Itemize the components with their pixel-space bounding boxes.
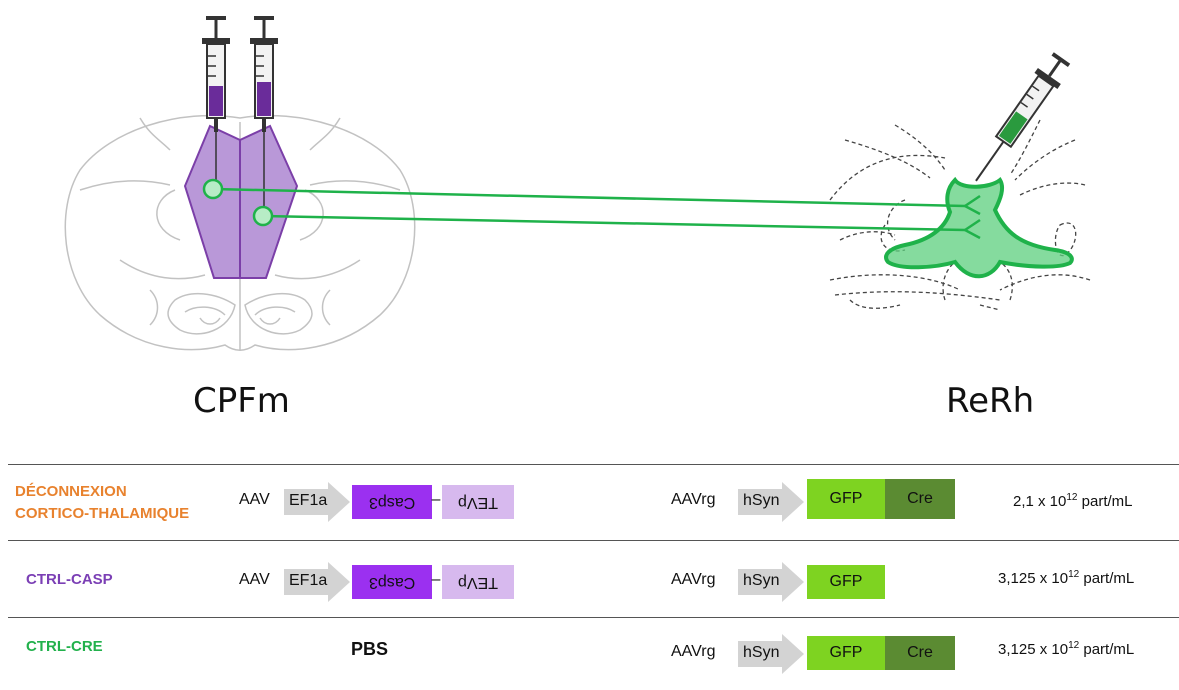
promoter-arrow: EF1a <box>284 482 350 522</box>
pbs-label: PBS <box>351 639 389 659</box>
table-divider <box>8 540 1179 541</box>
injection-diagram <box>64 16 1091 351</box>
vector-name: AAVrg <box>671 571 716 588</box>
condition-label: DÉCONNEXION CORTICO-THALAMIQUE <box>15 483 190 522</box>
cre-box: Cre <box>885 479 955 519</box>
casp3-box: Casp3 <box>352 565 432 599</box>
neuron-soma <box>252 205 274 227</box>
table-row: DÉCONNEXION CORTICO-THALAMIQUE AAV EF1a … <box>0 467 1179 537</box>
casp3-box: Casp3 <box>352 485 432 519</box>
vector-name: AAVrg <box>671 491 716 508</box>
region-label-cpfm: CPFm <box>193 381 290 421</box>
projection-lines <box>212 187 981 240</box>
vector-name: AAV <box>239 571 270 588</box>
tevp-box: TEVp <box>442 485 514 519</box>
cre-box: Cre <box>885 636 955 670</box>
promoter-arrow: hSyn <box>738 482 804 522</box>
vector-name: AAVrg <box>671 643 716 660</box>
titer-value: 2,1 x 1012 part/mL <box>1013 492 1133 510</box>
neuron-soma <box>202 178 224 200</box>
table-divider <box>8 464 1179 465</box>
gfp-box: GFP <box>807 565 885 599</box>
syringe-icon <box>975 52 1071 182</box>
syringe-icon <box>250 16 278 132</box>
vector-name: AAV <box>239 491 270 508</box>
region-label-rerh: ReRh <box>946 381 1035 421</box>
rerh-injected-region <box>884 176 1074 279</box>
linker-dash: – <box>431 491 441 508</box>
tevp-box: TEVp <box>442 565 514 599</box>
table-row: CTRL-CASP AAV EF1a Casp3 – TEVp AAVrg hS… <box>0 543 1179 613</box>
mpfc-injected-region <box>183 124 299 279</box>
promoter-arrow: hSyn <box>738 634 804 674</box>
promoter-arrow: hSyn <box>738 562 804 602</box>
condition-label: CTRL-CRE <box>26 638 103 655</box>
promoter-arrow: EF1a <box>284 562 350 602</box>
linker-dash: – <box>431 571 441 588</box>
brain-coronal-section-icon <box>64 114 416 351</box>
table-row: CTRL-CRE PBS AAVrg hSyn GFP Cre 3,125 x … <box>0 620 1179 690</box>
gfp-box: GFP <box>807 479 885 519</box>
condition-label: CTRL-CASP <box>26 571 113 588</box>
gfp-box: GFP <box>807 636 885 670</box>
titer-value: 3,125 x 1012 part/mL <box>998 569 1135 587</box>
titer-value: 3,125 x 1012 part/mL <box>998 640 1135 658</box>
syringe-icon <box>202 16 230 132</box>
table-divider <box>8 617 1179 618</box>
